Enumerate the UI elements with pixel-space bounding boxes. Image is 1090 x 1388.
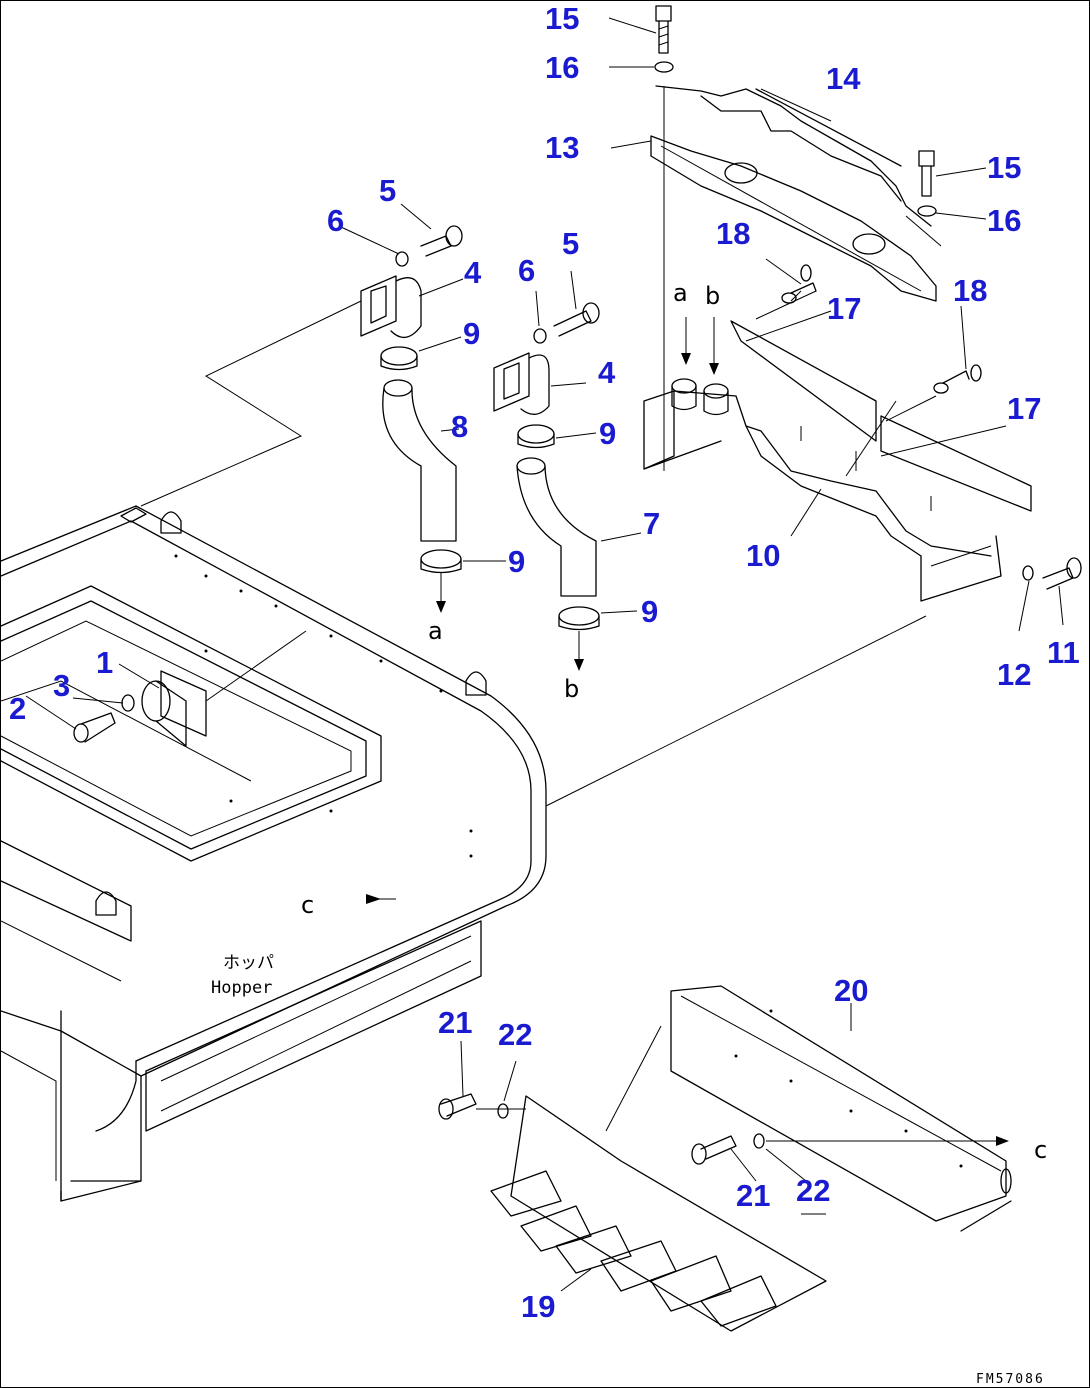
part-label-6-left: 6: [327, 203, 344, 238]
hopper: [1, 300, 927, 1202]
cover-bracket: [643, 264, 1032, 602]
pipe-assembly-a: [360, 225, 463, 613]
pipe-assembly-b: [493, 302, 600, 671]
part-label-4-right: 4: [598, 355, 616, 390]
ref-letter-a-bottom: a: [428, 617, 443, 645]
part-label-6-right: 6: [518, 253, 535, 288]
part-label-15-top: 15: [545, 1, 579, 36]
part-label-20: 20: [834, 973, 868, 1008]
part-label-5-right: 5: [562, 226, 579, 261]
part-label-19: 19: [521, 1289, 555, 1324]
upper-rails: [650, 5, 942, 471]
part-label-7: 7: [643, 506, 660, 541]
part-label-10: 10: [746, 538, 780, 573]
part-label-22-left: 22: [498, 1017, 532, 1052]
part-label-3: 3: [53, 668, 70, 703]
part-label-16-top: 16: [545, 50, 579, 85]
part-label-13: 13: [545, 130, 579, 165]
ref-letter-b-top: b: [705, 282, 720, 310]
part-label-1: 1: [96, 645, 113, 680]
part-label-11: 11: [1047, 635, 1080, 670]
part-label-15-right: 15: [987, 150, 1021, 185]
part-label-9-a1: 9: [463, 316, 480, 351]
part-label-9-a2: 9: [508, 544, 525, 579]
part-label-21-left: 21: [438, 1005, 472, 1040]
part-label-2: 2: [9, 691, 26, 726]
ref-letter-b-bottom: b: [564, 675, 579, 703]
part-label-18-right: 18: [953, 273, 987, 308]
part-label-16-right: 16: [987, 203, 1021, 238]
ref-letter-c-cover: c: [1034, 1136, 1047, 1164]
part-label-5-left: 5: [379, 173, 396, 208]
part-label-4-left: 4: [464, 255, 482, 290]
part-label-18-left: 18: [716, 216, 750, 251]
leader-lines: [25, 17, 1064, 1292]
ref-letter-a-top: a: [673, 279, 688, 307]
part-label-22-right: 22: [796, 1173, 830, 1208]
hopper-label-jp: ホッパ: [223, 953, 274, 973]
plate-19: [438, 1025, 827, 1332]
hopper-label-en: Hopper: [211, 978, 272, 998]
part-label-17-left: 17: [827, 291, 861, 326]
cover-20: [670, 985, 1012, 1232]
part-label-9-b1: 9: [599, 416, 616, 451]
ref-letter-c-hopper: c: [301, 891, 314, 919]
part-label-14: 14: [826, 61, 861, 96]
part-label-9-b2: 9: [641, 594, 658, 629]
part-label-17-right: 17: [1007, 391, 1041, 426]
drawing-code: FM57086: [976, 1372, 1045, 1387]
part-label-12: 12: [997, 657, 1031, 692]
bolt-11-washer-12: [1022, 557, 1082, 590]
part-label-21-right: 21: [736, 1178, 770, 1213]
part-label-8: 8: [451, 409, 468, 444]
part-number-labels: 15 16 13 14 15 16 18 18 17 17 10 11 12 5…: [9, 1, 1080, 1324]
